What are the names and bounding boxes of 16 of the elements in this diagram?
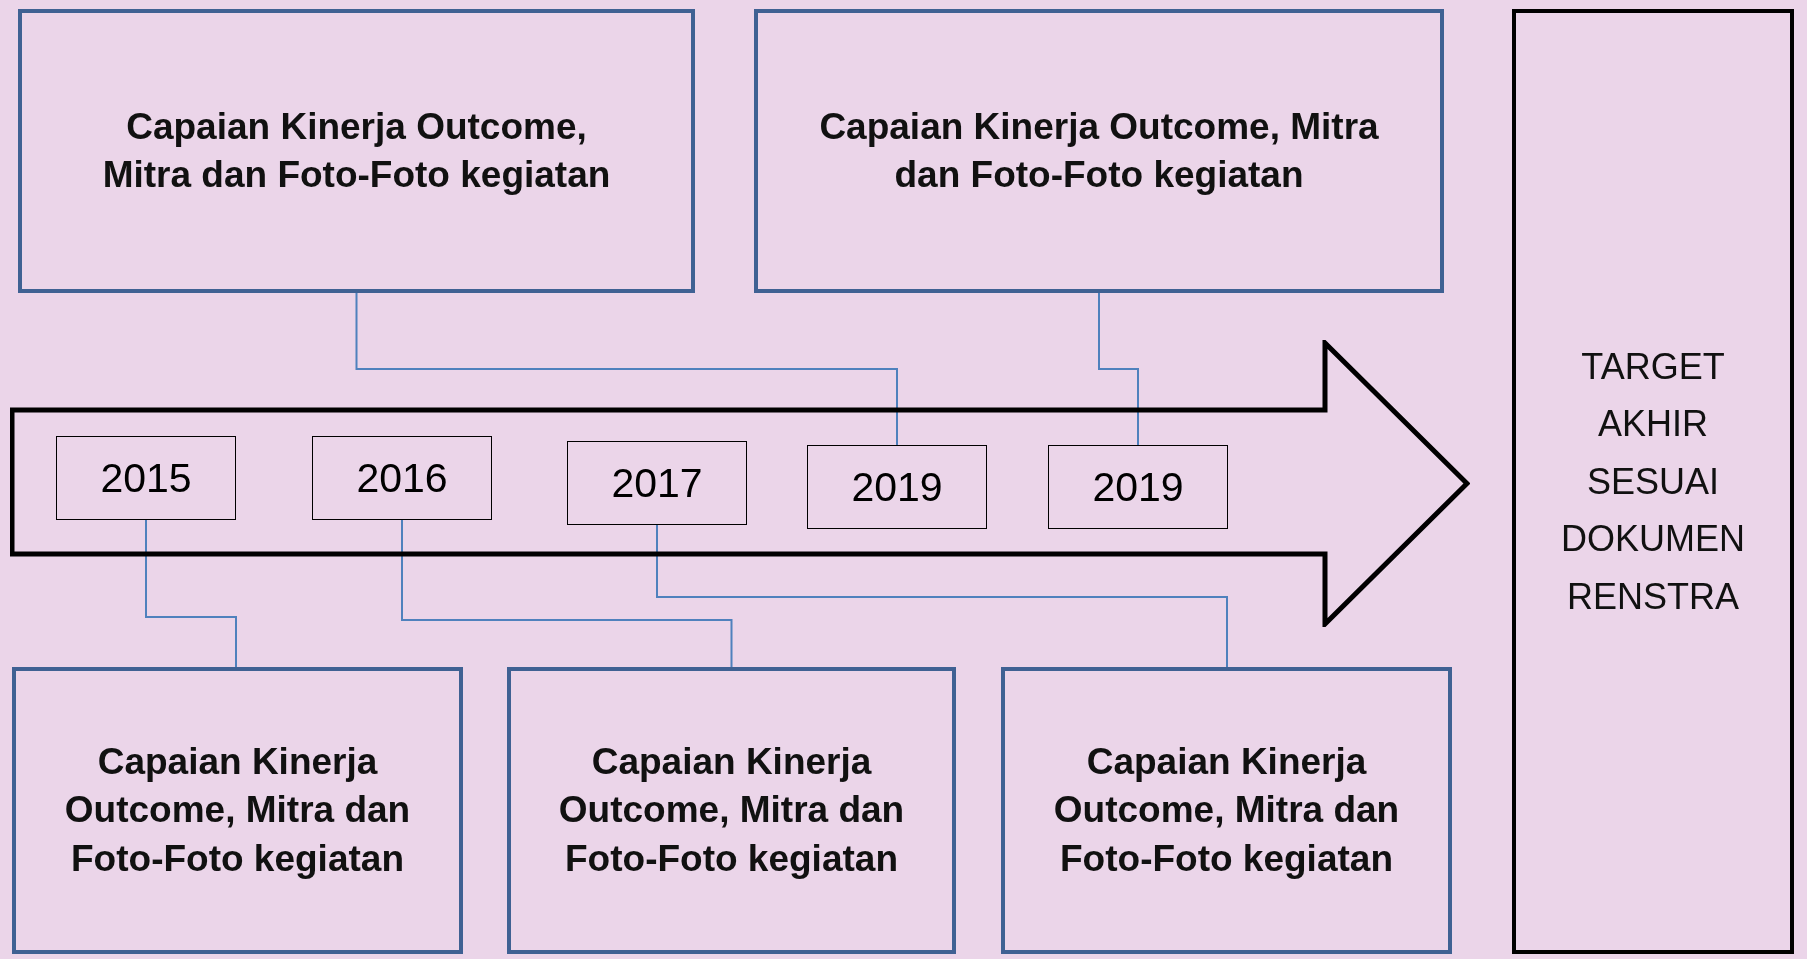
connector-line	[656, 524, 1228, 668]
year-box: 2015	[56, 436, 236, 520]
text-box: Capaian Kinerja Outcome, Mitra dan Foto-Foto kegiatan	[507, 667, 956, 954]
text-box: Capaian Kinerja Outcome, Mitra dan Foto-Foto kegiatan	[12, 667, 463, 954]
target-box: TARGET AKHIR SESUAI DOKUMEN RENSTRA	[1512, 9, 1794, 954]
connector-line	[401, 519, 733, 668]
text-box: Capaian Kinerja Outcome, Mitra dan Foto-Foto kegiatan	[1001, 667, 1452, 954]
year-box: 2019	[1048, 445, 1228, 529]
connector-line	[1098, 292, 1139, 446]
year-box: 2019	[807, 445, 987, 529]
text-box: Capaian Kinerja Outcome, Mitra dan Foto-Foto kegiatan	[754, 9, 1444, 293]
year-box: 2016	[312, 436, 492, 520]
connector-line	[145, 519, 237, 668]
connector-line	[355, 292, 898, 446]
text-box: Capaian Kinerja Outcome, Mitra dan Foto-Foto kegiatan	[18, 9, 695, 293]
year-box: 2017	[567, 441, 747, 525]
